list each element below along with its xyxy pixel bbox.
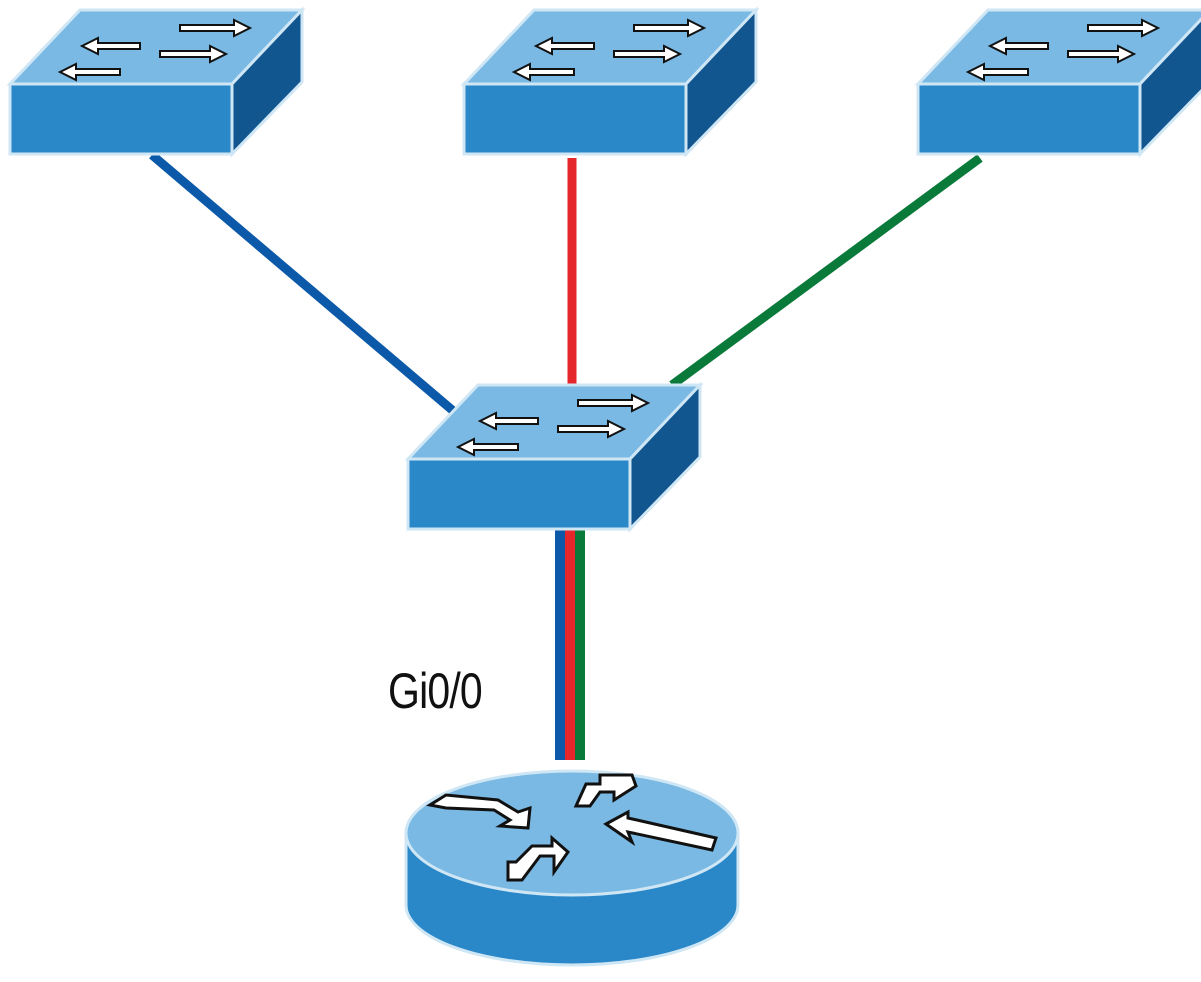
link-left-to-core: [149, 151, 461, 419]
links: [149, 151, 983, 760]
switch-right: [916, 8, 1201, 156]
switch-middle: [462, 8, 758, 156]
link-right-to-core: [669, 154, 983, 389]
switch-icon: [916, 8, 1201, 156]
router-icon: [404, 769, 740, 967]
switch-icon: [8, 8, 304, 156]
switch-left: [8, 8, 304, 156]
switch-icon: [462, 8, 758, 156]
trunk-link: [555, 530, 585, 760]
port-label: Gi0/0: [388, 663, 483, 719]
